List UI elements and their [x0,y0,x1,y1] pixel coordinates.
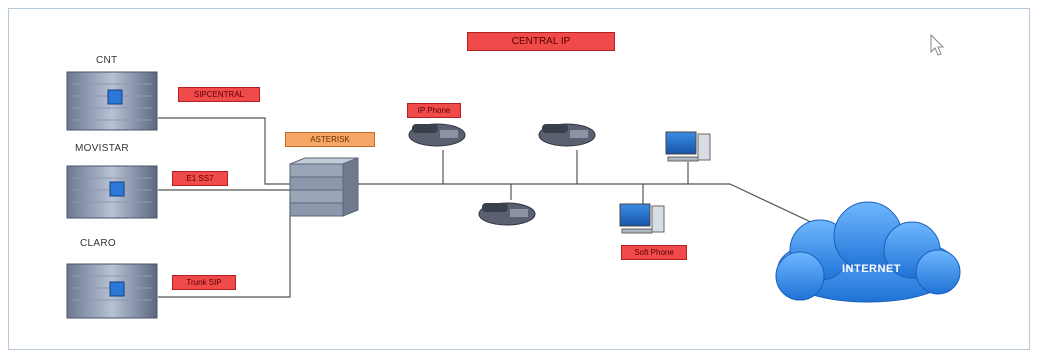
server-movistar-icon [66,165,158,219]
server-cnt-icon [66,71,158,131]
internet-cloud-icon [775,201,961,303]
soft-phone-tag: Soft Phone [621,245,687,260]
asterisk-tag: ASTERISK [285,132,375,147]
provider-movistar-label: MOVISTAR [75,143,129,154]
provider-claro-label: CLARO [80,238,116,249]
ip-phone-2-icon [538,123,596,147]
trunk-movistar-tag: E1 SS7 [172,171,228,186]
provider-cnt-label: CNT [96,55,118,66]
internet-label: INTERNET [842,263,901,275]
link-claro [158,196,291,298]
softphone-pc-icon [619,203,665,234]
central-ip-title: CENTRAL IP [467,32,615,51]
ip-phone-tag: IP Phone [407,103,461,118]
ip-phone-3-icon [478,202,536,226]
ip-phone-1-icon [408,123,466,147]
desktop-pc-icon [665,131,711,162]
server-claro-icon [66,263,158,319]
trunk-cnt-tag: SIPCENTRAL [178,87,260,102]
mouse-cursor-icon [930,33,945,56]
asterisk-server-icon [289,157,359,217]
trunk-claro-tag: Trunk SIP [172,275,236,290]
link-cnt [158,117,290,185]
connection-lines [158,117,833,298]
